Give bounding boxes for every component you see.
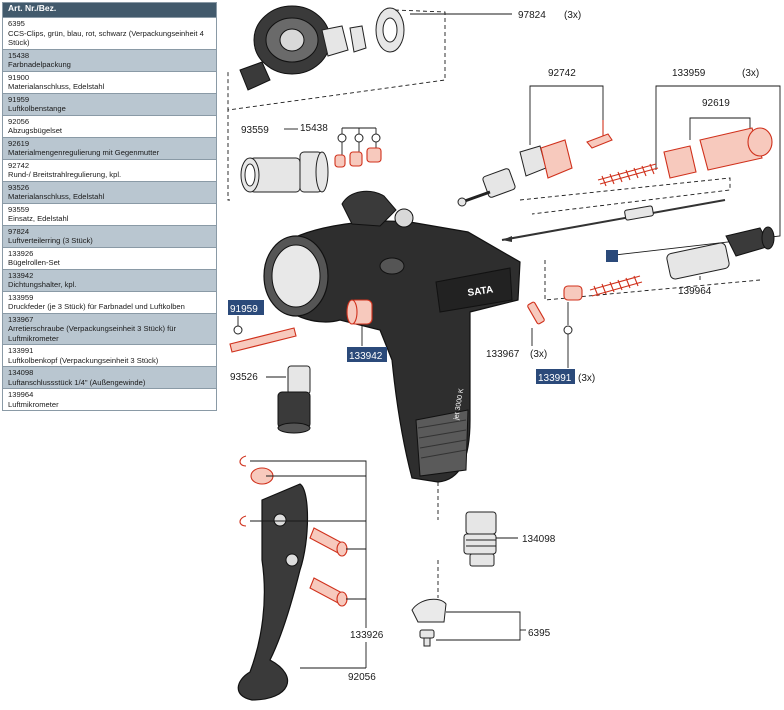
part-number: 133959 [8, 292, 34, 302]
part-number: 134098 [8, 368, 34, 377]
label-15438: 15438 [300, 123, 328, 134]
label-139964: 139964 [678, 286, 712, 297]
part-description: Luftmikrometer [8, 399, 59, 409]
part-number: 6395 [8, 19, 25, 28]
label-133967: 133967 [486, 349, 520, 360]
air-micrometer [666, 226, 775, 280]
part-number: 93559 [8, 204, 30, 214]
spray-gun-body [263, 190, 521, 483]
label-6395: 6395 [528, 628, 551, 639]
part-description: Dichtungshalter, kpl. [8, 280, 77, 289]
air-connection-fitting [463, 511, 497, 567]
insert-sleeve [240, 151, 329, 193]
label-133959-qty: (3x) [742, 68, 759, 79]
label-133991: 133991 [538, 373, 572, 384]
part-number: 92619 [8, 138, 30, 148]
material-regulation [597, 127, 773, 187]
label-92742: 92742 [548, 68, 576, 79]
label-91959: 91959 [230, 304, 258, 315]
part-description: Abzugsbügelset [8, 126, 63, 135]
part-number: 139964 [8, 390, 34, 399]
part-number: 15438 [8, 50, 30, 60]
part-number: 133942 [8, 270, 34, 280]
spray-regulator [457, 133, 613, 207]
part-number: 91959 [8, 94, 30, 104]
part-number: 133926 [8, 248, 34, 258]
label-133991-qty: (3x) [578, 373, 595, 384]
label-134098: 134098 [522, 534, 556, 545]
paint-needle [501, 199, 726, 242]
air-cap-assembly [239, 5, 405, 91]
ccs-clip [411, 598, 447, 647]
label-97824-qty: (3x) [564, 10, 581, 21]
part-description: Luftanschlussstück 1/4" (Außengewinde) [8, 377, 146, 387]
part-description: Luftkolbenstange [8, 104, 66, 113]
label-93559: 93559 [241, 125, 269, 136]
label-92056: 92056 [348, 672, 376, 683]
part-number: 133967 [8, 314, 34, 324]
part-number: 92742 [8, 160, 30, 170]
part-description: Materialmengenregulierung mit Gegenmutte… [8, 148, 160, 157]
part-description: Farbnadelpackung [8, 60, 71, 69]
material-connection [277, 365, 311, 434]
part-description: Bügelrollen-Set [8, 258, 60, 267]
part-description: Druckfeder (je 3 Stück) für Farbnadel un… [8, 302, 185, 311]
part-description: Rund-/ Breitstrahlregulierung, kpl. [8, 170, 122, 179]
label-92619: 92619 [702, 98, 730, 109]
part-description: Arretierschraube (Verpackungseinheit 3 S… [8, 324, 176, 343]
part-number: 133991 [8, 346, 34, 355]
label-97824: 97824 [518, 10, 546, 21]
parts-table-header: Art. Nr./Bez. [2, 2, 217, 18]
gun-brand-logo: SATA [467, 284, 494, 298]
label-133967-qty: (3x) [530, 349, 547, 360]
trigger-assembly [237, 455, 348, 701]
part-description: Luftkolbenkopf (Verpackungseinheit 3 Stü… [8, 355, 159, 365]
exploded-view-diagram: 97824 (3x) 93559 15438 92742 133959 (3x)… [227, 5, 781, 701]
part-description: Materialanschluss, Edelstahl [8, 82, 105, 91]
label-133959: 133959 [672, 68, 706, 79]
part-number: 92056 [8, 116, 30, 126]
part-number: 93526 [8, 182, 30, 192]
part-description: Einsatz, Edelstahl [8, 214, 69, 223]
part-description: Materialanschluss, Edelstahl [8, 192, 105, 201]
label-133942: 133942 [349, 351, 383, 362]
part-description: Luftverteilerring (3 Stück) [8, 236, 93, 245]
parts-table-header-cell: Art. Nr./Bez. [2, 2, 217, 18]
label-133926: 133926 [350, 630, 384, 641]
part-number: 91900 [8, 72, 30, 82]
part-description: CCS-Clips, grün, blau, rot, schwarz (Ver… [8, 28, 204, 48]
part-number: 97824 [8, 226, 30, 236]
label-93526: 93526 [230, 372, 258, 383]
